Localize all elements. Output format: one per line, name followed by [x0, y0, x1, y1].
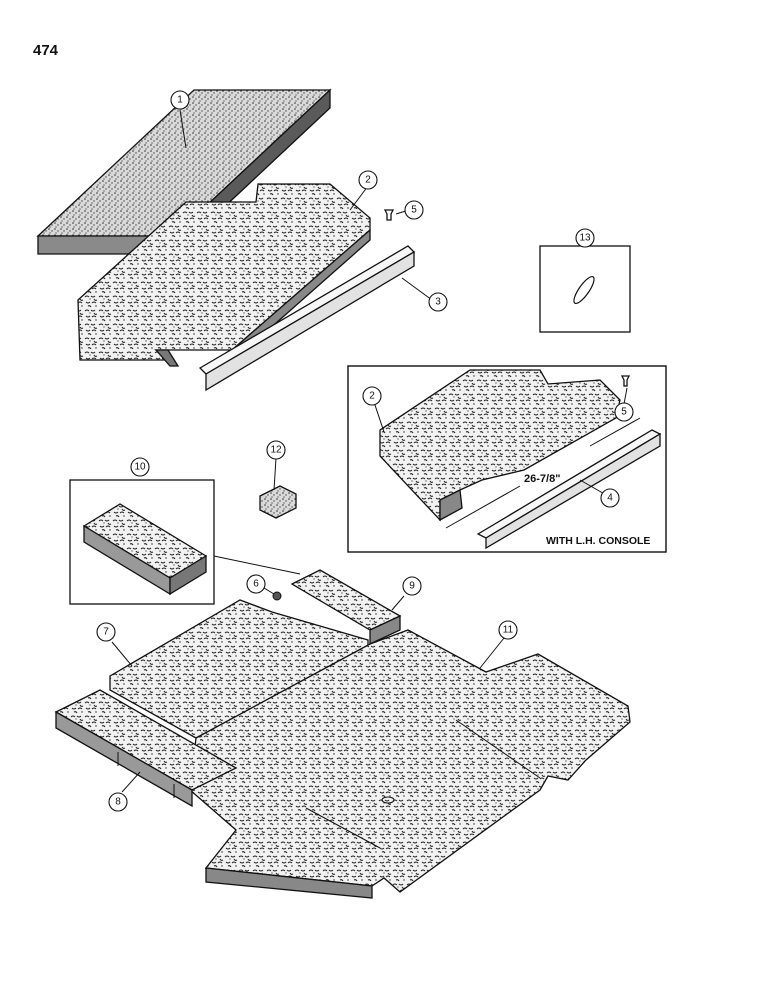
callout-13: 13 [575, 228, 595, 248]
callout-9: 9 [402, 576, 422, 596]
inset-part-10 [69, 479, 301, 605]
inset-part-13 [539, 245, 631, 333]
callout-9-label: 9 [409, 581, 415, 592]
callout-3: 3 [428, 292, 448, 312]
callout-1: 1 [170, 90, 190, 110]
page-number: 474 [33, 42, 59, 59]
part-6-nut [272, 591, 282, 601]
callout-7-label: 7 [103, 627, 109, 638]
callout-8-label: 8 [115, 797, 121, 808]
callout-2-inset-label: 2 [369, 391, 375, 402]
callout-3-label: 3 [435, 297, 441, 308]
callout-2-label: 2 [365, 175, 371, 186]
part-9-block [290, 569, 402, 646]
callout-12: 12 [266, 440, 286, 460]
callout-10: 10 [130, 457, 150, 477]
callout-7: 7 [96, 622, 116, 642]
callout-4: 4 [600, 488, 620, 508]
callout-11: 11 [498, 620, 518, 640]
callout-13-label: 13 [579, 233, 591, 244]
callout-5-inset: 5 [614, 402, 634, 422]
callout-11-label: 11 [503, 625, 514, 636]
part-3-angle-strip [198, 245, 416, 392]
callout-4-label: 4 [607, 493, 613, 504]
callout-5-label: 5 [411, 205, 417, 216]
inset-console-box [347, 365, 667, 553]
callout-5: 5 [404, 200, 424, 220]
callout-8: 8 [108, 792, 128, 812]
console-note: WITH L.H. CONSOLE [546, 535, 650, 547]
callout-10-label: 10 [134, 462, 146, 473]
callout-5-inset-label: 5 [621, 407, 627, 418]
callout-2-inset: 2 [362, 386, 382, 406]
dimension-annotation: 26-7/8" [445, 417, 641, 529]
callout-6: 6 [246, 574, 266, 594]
part-11-main-floor-mat [189, 629, 631, 899]
part-5-screw-top [383, 209, 395, 221]
part-12-clip [259, 485, 297, 519]
callout-12-label: 12 [270, 445, 282, 456]
callout-2: 2 [358, 170, 378, 190]
callout-6-label: 6 [253, 579, 259, 590]
part-8-front-block [54, 689, 238, 808]
dimension-label: 26-7/8" [524, 473, 560, 485]
callout-1-label: 1 [177, 95, 183, 106]
